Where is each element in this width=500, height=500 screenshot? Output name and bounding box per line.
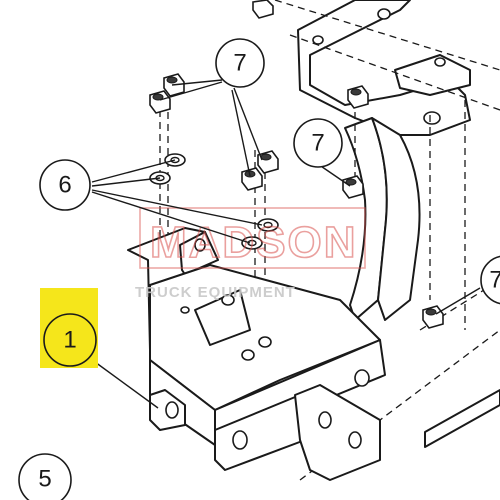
callout-7-top: 7	[215, 38, 265, 88]
callout-label: 7	[489, 267, 500, 294]
callout-5: 5	[18, 453, 72, 500]
callout-label: 5	[38, 466, 51, 493]
watermark-tagline: TRUCK EQUIPMENT	[135, 284, 296, 301]
callout-label: 7	[233, 50, 246, 77]
nuts	[149, 0, 444, 329]
callout-6: 6	[39, 159, 91, 211]
callout-label: 1	[63, 327, 76, 354]
upper-mount-bracket	[297, 0, 471, 136]
support-arm	[344, 117, 421, 321]
watermark-brand: MADSON	[150, 218, 358, 267]
washers	[149, 153, 279, 250]
callout-7-middle: 7	[293, 118, 343, 168]
watermark: MADSON TRUCK EQUIPMENT	[135, 207, 366, 301]
callout-7-right: 7	[480, 255, 500, 305]
callout-1-highlighted: 1	[40, 288, 98, 368]
leader-lines	[91, 79, 481, 409]
main-bracket	[127, 227, 386, 481]
callout-label: 7	[311, 130, 324, 157]
callout-label: 6	[58, 172, 71, 199]
flat-bar	[424, 389, 500, 448]
